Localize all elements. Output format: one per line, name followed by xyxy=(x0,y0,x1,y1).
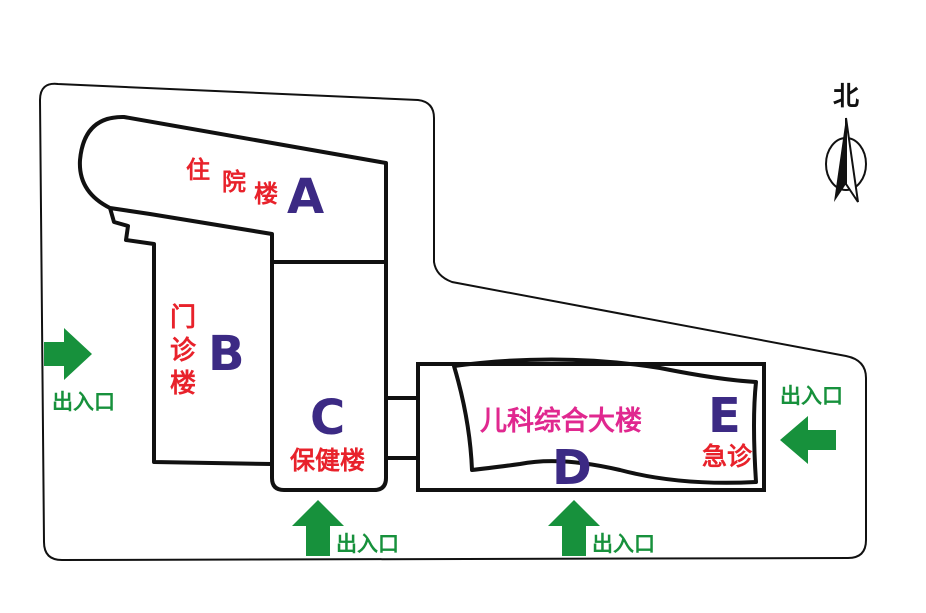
entrance-east-arrow-icon xyxy=(780,416,836,464)
building-a-outline xyxy=(77,114,388,264)
entrance-south-c-arrow-icon xyxy=(292,500,344,556)
building-b-letter: B xyxy=(208,326,245,382)
building-c-outline xyxy=(270,234,388,492)
building-d-letter: D xyxy=(552,440,592,496)
corridor-c-d xyxy=(384,396,420,460)
building-c-letter: C xyxy=(310,390,346,446)
building-a-char-3: 楼 xyxy=(254,180,278,208)
building-e-letter: E xyxy=(708,388,741,444)
site-boundary xyxy=(38,82,867,562)
building-c-name: 保健楼 xyxy=(290,446,366,475)
north-arrow-icon xyxy=(825,117,867,203)
entrance-south-d-arrow-icon xyxy=(548,500,600,556)
building-e-name: 急诊 xyxy=(702,442,753,471)
building-a-char-1: 住 xyxy=(186,156,210,184)
building-b-outline xyxy=(108,207,273,466)
building-b-name: 门诊楼 xyxy=(170,303,197,399)
building-d-name: 儿科综合大楼 xyxy=(480,406,642,437)
entrance-west-arrow-icon xyxy=(44,328,92,380)
building-a-letter: A xyxy=(287,169,325,225)
building-a-char-2: 院 xyxy=(222,168,246,196)
entrance-south-d-label: 出入口 xyxy=(592,532,655,556)
entrance-west-label: 出入口 xyxy=(52,390,115,414)
building-d-wave xyxy=(452,357,758,485)
entrance-south-c-label: 出入口 xyxy=(336,532,399,556)
building-d-outline xyxy=(416,362,766,492)
compass-label: 北 xyxy=(833,82,860,112)
entrance-east-label: 出入口 xyxy=(780,384,843,408)
